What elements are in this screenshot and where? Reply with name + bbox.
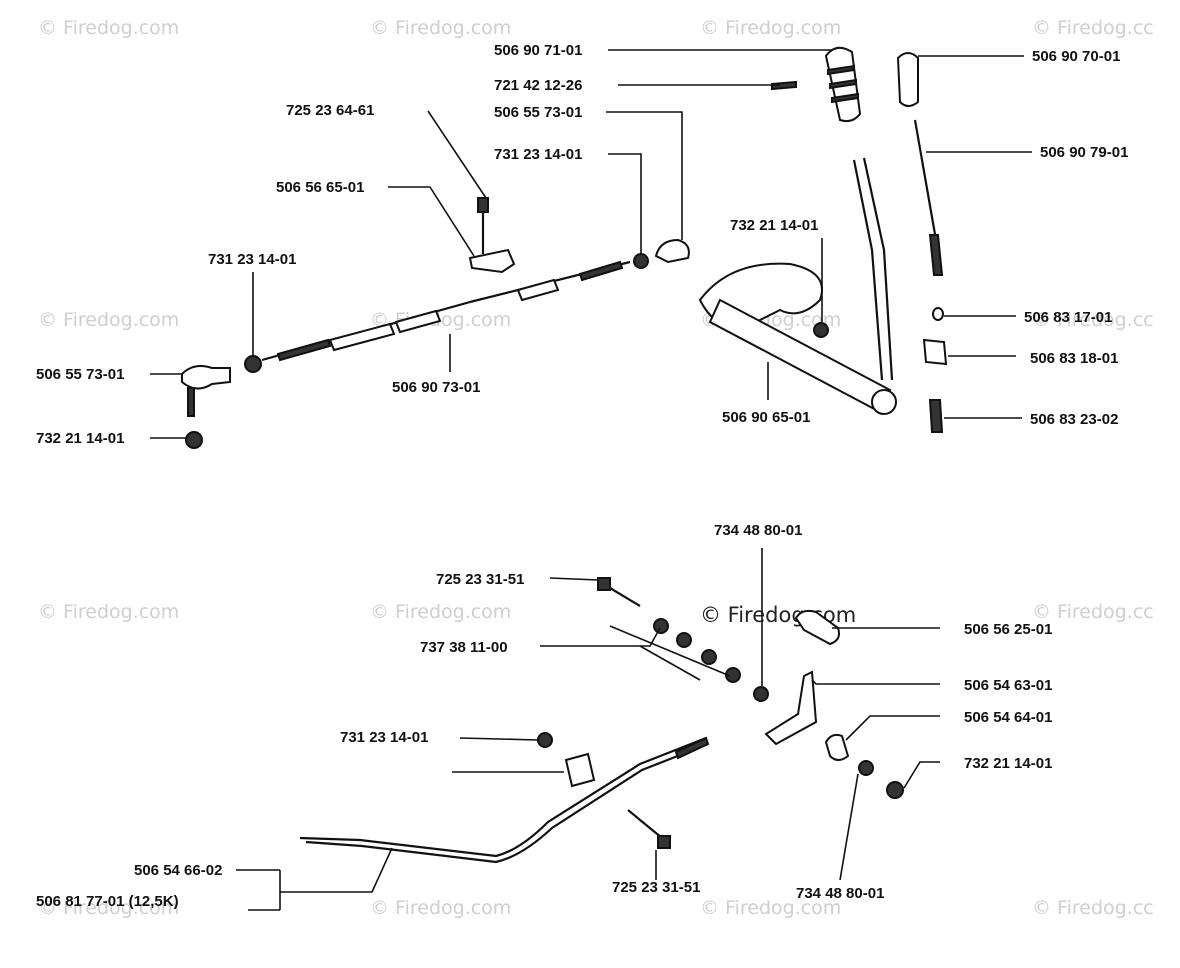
nut-734-48-80-01 <box>753 686 769 702</box>
cable-clamp-plate <box>564 752 596 788</box>
part-label: 734 48 80-01 <box>796 885 884 902</box>
washer <box>653 618 669 634</box>
part-label: 732 21 14-01 <box>964 755 1052 772</box>
grip-ribs <box>827 64 859 104</box>
rod-sleeve <box>394 309 442 334</box>
part-label: 506 90 71-01 <box>494 42 582 59</box>
control-cable <box>299 736 707 858</box>
ball-joint <box>654 238 690 264</box>
control-lever <box>852 159 884 381</box>
nut-731-23-14-01 <box>633 253 649 269</box>
watermark: © Firedog.com <box>38 897 179 919</box>
part-label: 731 23 14-01 <box>340 729 428 746</box>
part-label: 506 54 66-02 <box>134 862 222 879</box>
part-labels: 506 90 71-01 721 42 12-26 506 55 73-01 7… <box>36 42 1128 910</box>
bolt-head <box>477 197 489 213</box>
ball-joint-stud <box>187 387 195 417</box>
part-label: 506 56 25-01 <box>964 621 1052 638</box>
watermark: © Firedog.com <box>700 17 841 39</box>
part-label: 506 90 79-01 <box>1040 144 1128 161</box>
nut-732-21-14-01 <box>813 322 829 338</box>
rod-thread <box>578 260 624 282</box>
rod-sleeve <box>516 278 560 302</box>
watermark: © Firedog.cc <box>1032 17 1154 39</box>
watermark: © Firedog.cc <box>1032 897 1154 919</box>
roll-pin <box>771 80 797 91</box>
nut-732-21-14-01 <box>185 431 203 449</box>
watermark: © Firedog.cc <box>1032 309 1154 331</box>
part-label: 506 55 73-01 <box>494 104 582 121</box>
part-label: 737 38 11-00 <box>420 639 508 656</box>
lower-linkage-assembly <box>299 577 904 864</box>
nut-731-23-14-01 <box>537 732 553 748</box>
watermark: © Firedog.com <box>700 897 841 919</box>
part-label: 725 23 31-51 <box>612 879 700 896</box>
spring <box>928 234 944 276</box>
nut-732-21-14-01 <box>886 781 904 799</box>
nut-734-48-80-01 <box>858 760 874 776</box>
clamp <box>468 248 516 274</box>
spring-506-83-23-02 <box>928 399 944 433</box>
plate-506-83-18-01 <box>922 338 948 366</box>
part-label: 506 55 73-01 <box>36 366 124 383</box>
part-label: 725 23 64-61 <box>286 102 374 119</box>
bolt-shank <box>609 587 641 607</box>
watermark: © Firedog.com <box>38 601 179 623</box>
part-label: 506 81 77-01 (12,5K) <box>36 893 179 910</box>
watermark: © Firedog.com <box>370 601 511 623</box>
spring-rod <box>913 119 938 241</box>
part-label: 506 90 65-01 <box>722 409 810 426</box>
pedal-arm <box>764 670 818 746</box>
control-lever <box>862 157 894 381</box>
ball-joint <box>181 365 231 390</box>
part-label: 721 42 12-26 <box>494 77 582 94</box>
part-label: 506 54 64-01 <box>964 709 1052 726</box>
watermark: © Firedog.com <box>38 17 179 39</box>
cable-thread <box>674 736 710 760</box>
part-label: 734 48 80-01 <box>714 522 802 539</box>
pivot-bushing <box>824 733 850 761</box>
watermark: © Firedog.com <box>38 309 179 331</box>
nut-731-23-14-01 <box>244 355 262 373</box>
part-label: 506 83 18-01 <box>1030 350 1118 367</box>
part-label: 731 23 14-01 <box>494 146 582 163</box>
washer <box>701 649 717 665</box>
leader-lines <box>150 49 1032 911</box>
washer <box>676 632 692 648</box>
rod-thread <box>276 338 332 362</box>
bolt-head <box>597 577 611 591</box>
part-label: 725 23 31-51 <box>436 571 524 588</box>
part-label: 506 56 65-01 <box>276 179 364 196</box>
part-label: 732 21 14-01 <box>36 430 124 447</box>
part-label: 506 83 23-02 <box>1030 411 1118 428</box>
pivot-tube-end <box>871 389 897 415</box>
part-label: 506 83 17-01 <box>1024 309 1112 326</box>
washer-506-83-17-01 <box>932 307 944 321</box>
watermark: © Firedog.com <box>370 897 511 919</box>
part-label: 732 21 14-01 <box>730 217 818 234</box>
knob-506-90-70-01 <box>896 52 919 107</box>
part-label: 731 23 14-01 <box>208 251 296 268</box>
watermark: © Firedog.cc <box>1032 601 1154 623</box>
rod-sleeve <box>328 322 396 352</box>
bolt-shank <box>627 809 663 839</box>
upper-linkage-assembly <box>181 46 948 449</box>
bolt-head <box>657 835 671 849</box>
part-label: 506 54 63-01 <box>964 677 1052 694</box>
control-cable <box>305 742 709 864</box>
watermark: © Firedog.com <box>370 17 511 39</box>
part-label: 506 90 70-01 <box>1032 48 1120 65</box>
part-label: 506 90 73-01 <box>392 379 480 396</box>
